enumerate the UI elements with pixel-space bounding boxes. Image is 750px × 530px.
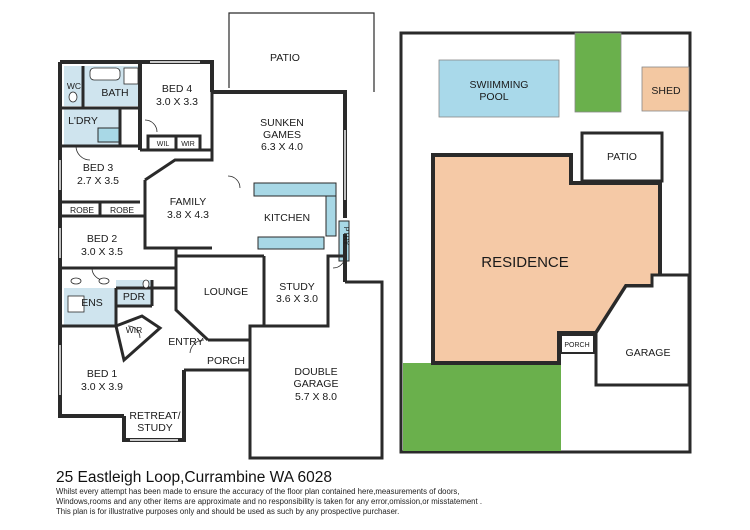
retreat-label-2: STUDY (137, 422, 173, 434)
pool-label-1: SWIIMMING (470, 79, 529, 91)
site-porch-label: PORCH (564, 342, 589, 349)
pdr-label: PDR (123, 291, 146, 303)
retreat-label-1: RETREAT/ (129, 410, 180, 422)
bed4-size: 3.0 X 3.3 (156, 96, 198, 108)
entry-label: ENTRY (168, 336, 203, 348)
garage-label-1: DOUBLE (294, 366, 337, 378)
games-label-1: SUNKEN (260, 117, 304, 129)
site-garage-label: GARAGE (626, 347, 671, 359)
disclaimer-line-3: This plan is for illustrative purposes o… (56, 507, 400, 516)
property-address: 25 Eastleigh Loop,Currambine WA 6028 (56, 469, 333, 486)
patio-outline (228, 12, 375, 92)
patio-label: PATIO (270, 52, 300, 64)
bed2-size: 3.0 X 3.5 (81, 246, 123, 258)
bed1-label: BED 1 (87, 368, 118, 380)
residence-label: RESIDENCE (481, 254, 569, 271)
family-size: 3.8 X 4.3 (167, 209, 209, 221)
lawn-bottom (403, 363, 561, 451)
kitchen-bench-side (325, 195, 337, 237)
wil-label: WIL (157, 141, 170, 148)
porch-label: PORCH (207, 355, 245, 367)
fixtures (67, 67, 150, 313)
bed3-label: BED 3 (83, 162, 114, 174)
family-label: FAMILY (170, 196, 207, 208)
interior-walls (60, 66, 384, 460)
ens-label: ENS (81, 297, 103, 309)
disclaimer-line-1: Whilst every attempt has been made to en… (56, 487, 460, 496)
shower (123, 67, 139, 85)
bed3-size: 2.7 X 3.5 (77, 175, 119, 187)
shed-label: SHED (651, 85, 681, 97)
wir-label: WIR (126, 325, 143, 335)
ens-shower (67, 295, 85, 313)
laundry-bench (97, 127, 121, 143)
kitchen-label: KITCHEN (264, 212, 310, 224)
wir-small-label: WIR (181, 141, 195, 148)
bath-label: BATH (101, 87, 128, 99)
kitchen-bench-top (253, 182, 337, 197)
garage-label-2: GARAGE (294, 378, 339, 390)
pool-label-2: POOL (479, 91, 508, 103)
footer: 25 Eastleigh Loop,Currambine WA 6028 Whi… (56, 468, 746, 517)
robe-label-1: ROBE (70, 205, 94, 215)
kitchen-island (257, 236, 325, 250)
bed1-size: 3.0 X 3.9 (81, 381, 123, 393)
laundry-label: L'DRY (68, 115, 98, 127)
site-garage (594, 273, 691, 387)
games-size: 6.3 X 4.0 (261, 141, 303, 153)
swimming-pool (438, 59, 560, 118)
robe-label-2: ROBE (110, 205, 134, 215)
wc-toilet (68, 91, 78, 103)
bed4-label: BED 4 (162, 83, 193, 95)
windows (59, 61, 346, 441)
lounge-label: LOUNGE (204, 286, 248, 298)
lawn-top (574, 32, 622, 113)
pdr-toilet (142, 279, 150, 289)
site-patio (580, 131, 664, 183)
site-porch (560, 334, 595, 354)
bath-tub (89, 67, 121, 81)
ens-basin (70, 277, 82, 285)
pantry-label: PTRY (342, 227, 349, 246)
garage-size: 5.7 X 8.0 (295, 391, 337, 403)
disclaimer-line-2: Windows,rooms and any other items are ap… (56, 497, 482, 506)
ens-basin-2 (98, 277, 110, 285)
bed2-label: BED 2 (87, 233, 118, 245)
floor-plan: PATIO WC BATH BED 4 3.0 X 3.3 L'DRY WIL … (58, 12, 384, 460)
study-label: STUDY (279, 281, 315, 293)
wc-label: WC (67, 81, 81, 91)
site-plan: SWIIMMING POOL SHED PATIO RESIDENCE PORC… (399, 31, 692, 454)
study-size: 3.6 X 3.0 (276, 293, 318, 305)
shed (641, 66, 690, 112)
site-patio-label: PATIO (607, 151, 637, 163)
games-label-2: GAMES (263, 129, 301, 141)
